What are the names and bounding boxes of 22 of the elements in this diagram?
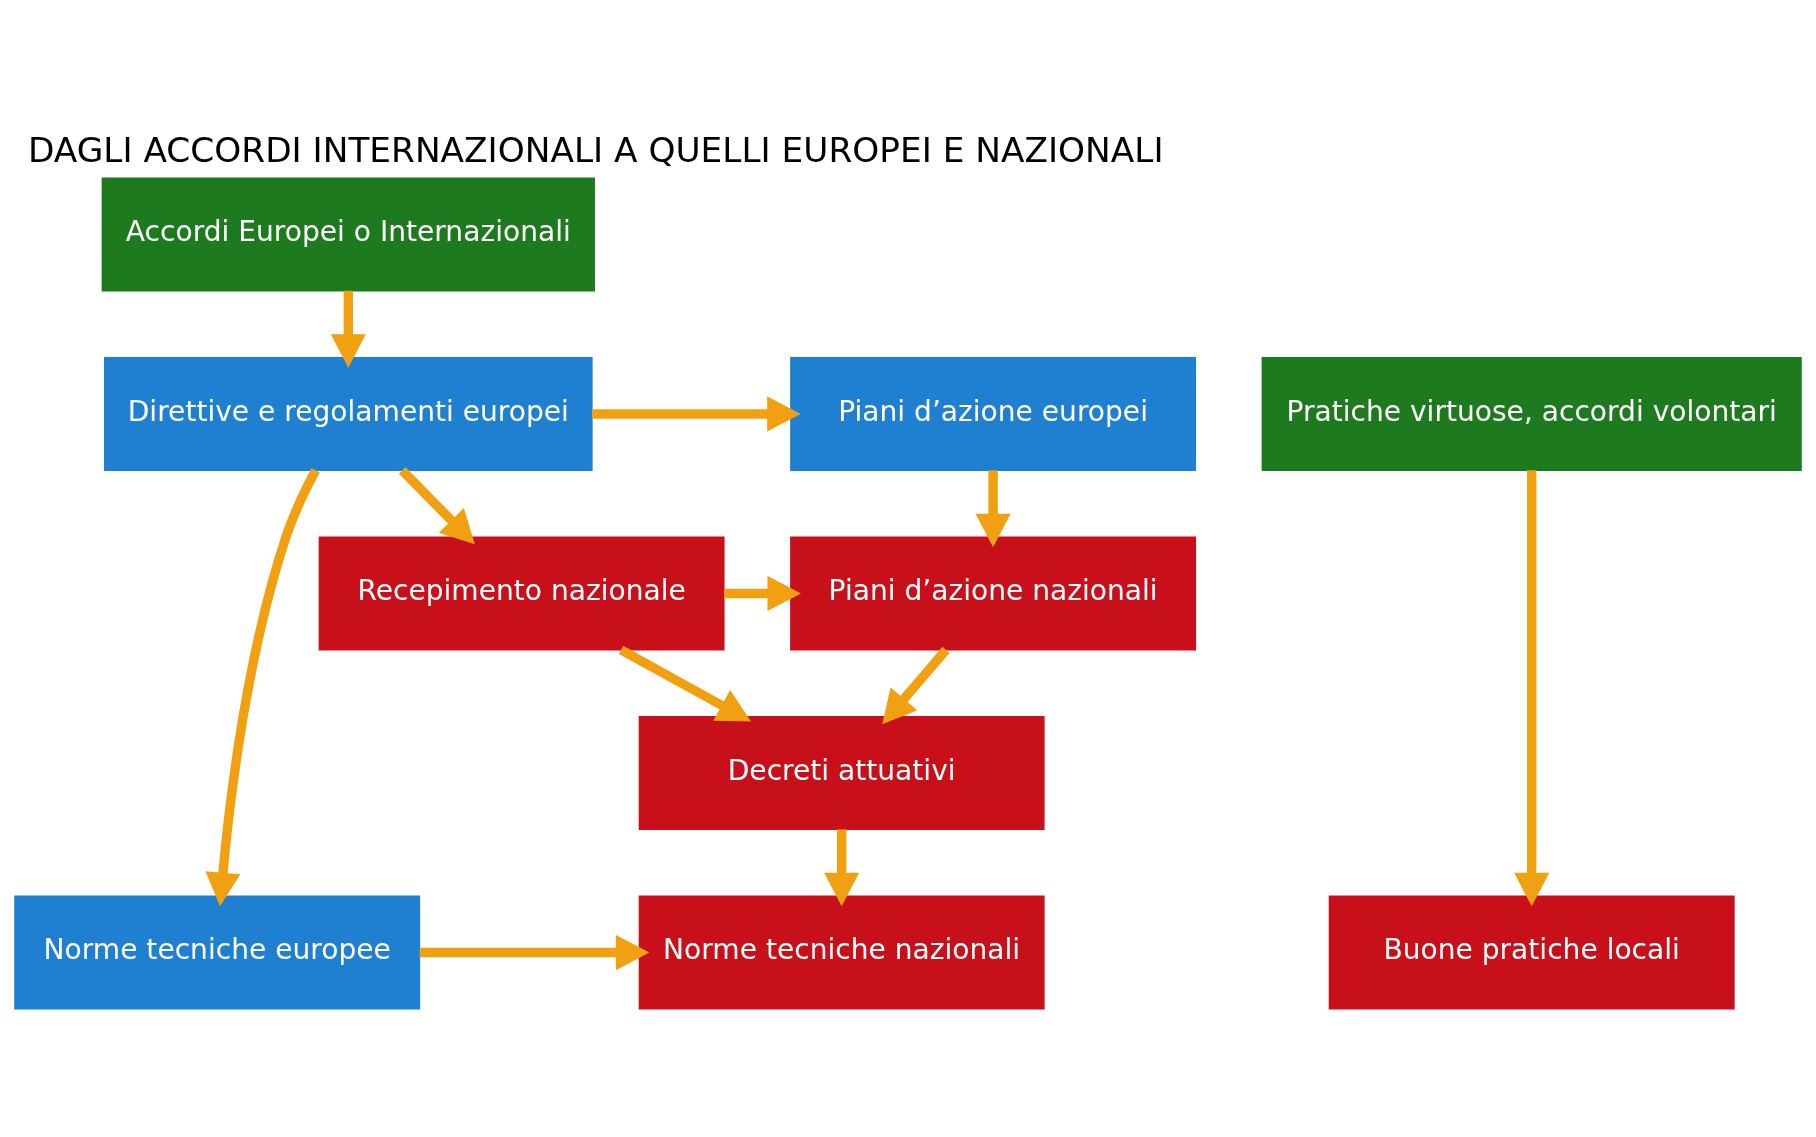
- arrow: [824, 829, 860, 907]
- arrow: [724, 575, 801, 612]
- node-box: Norme tecniche nazionali: [638, 895, 1045, 1010]
- node-box: Accordi Europei o Internazionali: [101, 177, 595, 292]
- node-box: Direttive e regolamenti europei: [104, 356, 593, 471]
- arrow: [975, 470, 1011, 548]
- arrow: [1514, 470, 1550, 907]
- arrow: [419, 934, 650, 971]
- node-box: Norme tecniche europee: [14, 895, 421, 1010]
- diagram-title: DAGLI ACCORDI INTERNAZIONALI A QUELLI EUROPEI E NAZIONALI: [27, 129, 1164, 170]
- node-box: Piani d’azione europei: [790, 356, 1197, 471]
- node-box: Pratiche virtuose, accordi volontari: [1261, 356, 1802, 471]
- node-box: Decreti attuativi: [638, 716, 1045, 830]
- node-box: Piani d’azione nazionali: [790, 536, 1197, 651]
- arrow: [592, 396, 801, 432]
- node-box: Recepimento nazionale: [318, 536, 725, 651]
- arrow: [205, 468, 320, 907]
- arrow: [618, 645, 752, 722]
- arrow: [882, 646, 950, 725]
- node-box: Buone pratiche locali: [1328, 895, 1735, 1010]
- arrow: [330, 290, 366, 368]
- arrow: [398, 467, 475, 545]
